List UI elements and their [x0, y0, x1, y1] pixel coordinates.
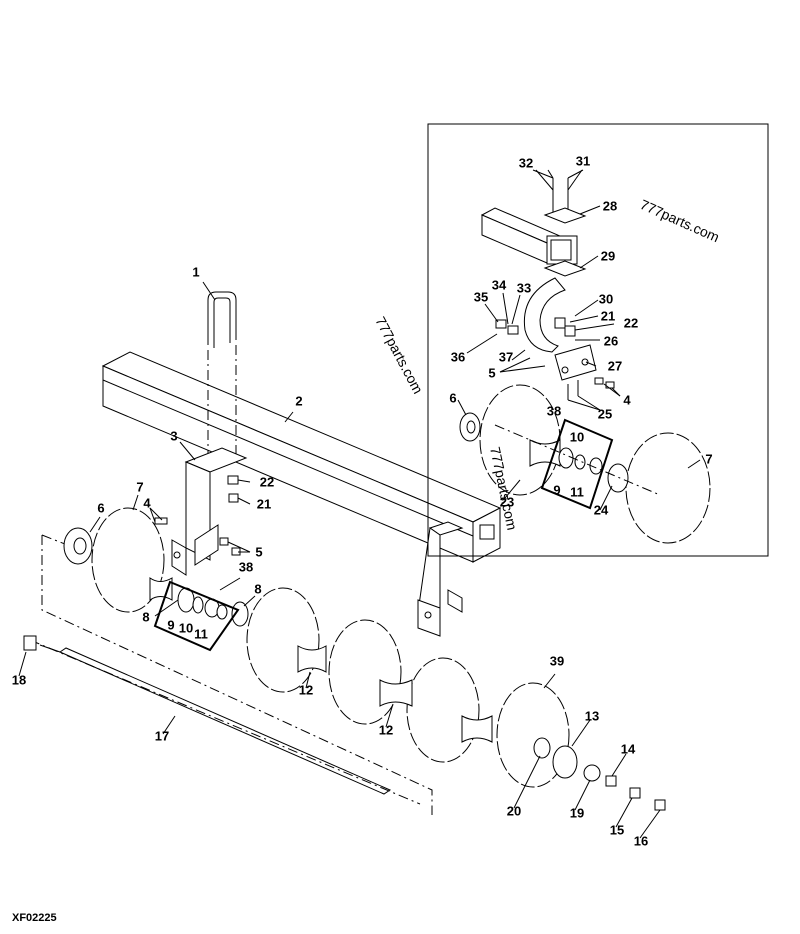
inset-callout-23: 23 [500, 495, 514, 510]
inset-callout-32: 32 [519, 156, 533, 171]
callout-8-right: 8 [254, 582, 261, 597]
callout-3: 3 [170, 429, 177, 444]
inset-callout-7: 7 [705, 452, 712, 467]
inset-callout-34: 34 [492, 278, 507, 293]
callout-20: 20 [507, 804, 521, 819]
inset-callout-38: 38 [547, 404, 561, 419]
callout-17: 17 [155, 729, 169, 744]
inset-callout-29: 29 [601, 249, 615, 264]
inset-callout-10: 10 [570, 430, 584, 445]
inset-callout-5: 5 [488, 366, 495, 381]
inset-callout-4: 4 [623, 393, 631, 408]
leader-lines [18, 281, 661, 839]
inset-callout-11: 11 [570, 485, 584, 500]
inset-callout-36: 36 [451, 350, 465, 365]
callout-11: 11 [194, 627, 208, 642]
figure-code: XF02225 [12, 912, 57, 924]
mounting-bracket [171, 447, 248, 576]
inset-callout-25: 25 [598, 407, 612, 422]
main-assembly: 1 2 3 22 21 7 4 6 5 38 8 8 9 10 11 12 12… [12, 265, 666, 849]
callout-39: 39 [550, 654, 564, 669]
inset-callout-6: 6 [449, 391, 456, 406]
callout-15: 15 [610, 823, 624, 838]
inset-callout-27: 27 [608, 359, 622, 374]
inset-callout-21: 21 [601, 309, 615, 324]
callout-10: 10 [179, 621, 193, 636]
callout-14: 14 [621, 742, 636, 757]
callout-22: 22 [260, 475, 274, 490]
callout-38: 38 [239, 560, 253, 575]
bearing-group [153, 580, 249, 652]
inset-callout-24: 24 [594, 503, 609, 518]
inset-callout-22: 22 [624, 316, 638, 331]
inset-callout-30: 30 [599, 292, 613, 307]
callout-18: 18 [12, 673, 26, 688]
callouts: 1 2 3 22 21 7 4 6 5 38 8 8 9 10 11 12 12… [12, 265, 648, 849]
callout-19: 19 [570, 806, 584, 821]
inset-callout-33: 33 [517, 281, 531, 296]
callout-6: 6 [97, 501, 104, 516]
callout-8-left: 8 [142, 610, 149, 625]
end-hub [63, 527, 93, 565]
inset-callout-37: 37 [499, 350, 513, 365]
watermark-1: 777parts.com [638, 196, 722, 245]
callout-7: 7 [136, 480, 143, 495]
callout-9: 9 [167, 618, 174, 633]
callout-1: 1 [192, 265, 199, 280]
inset-callout-9: 9 [553, 483, 560, 498]
callout-13: 13 [585, 709, 599, 724]
spools [149, 577, 493, 743]
watermark-2: 777parts.com [372, 314, 426, 396]
callout-12-a: 12 [299, 683, 313, 698]
callout-12-b: 12 [379, 723, 393, 738]
callout-16: 16 [634, 834, 648, 849]
callout-5: 5 [255, 545, 262, 560]
end-hardware [533, 737, 666, 811]
callout-21: 21 [257, 497, 271, 512]
inset-detail: 32 31 28 29 34 33 35 30 21 22 26 36 37 2… [427, 123, 769, 557]
inset-callout-35: 35 [474, 290, 488, 305]
callout-4: 4 [143, 496, 151, 511]
axle-shaft [23, 635, 421, 805]
main-beam [101, 351, 502, 563]
u-bolt [207, 291, 237, 470]
right-bracket [417, 521, 464, 637]
inset-callout-28: 28 [603, 199, 617, 214]
callout-2: 2 [295, 394, 302, 409]
inset-callout-26: 26 [604, 334, 618, 349]
inset-callout-31: 31 [576, 154, 590, 169]
